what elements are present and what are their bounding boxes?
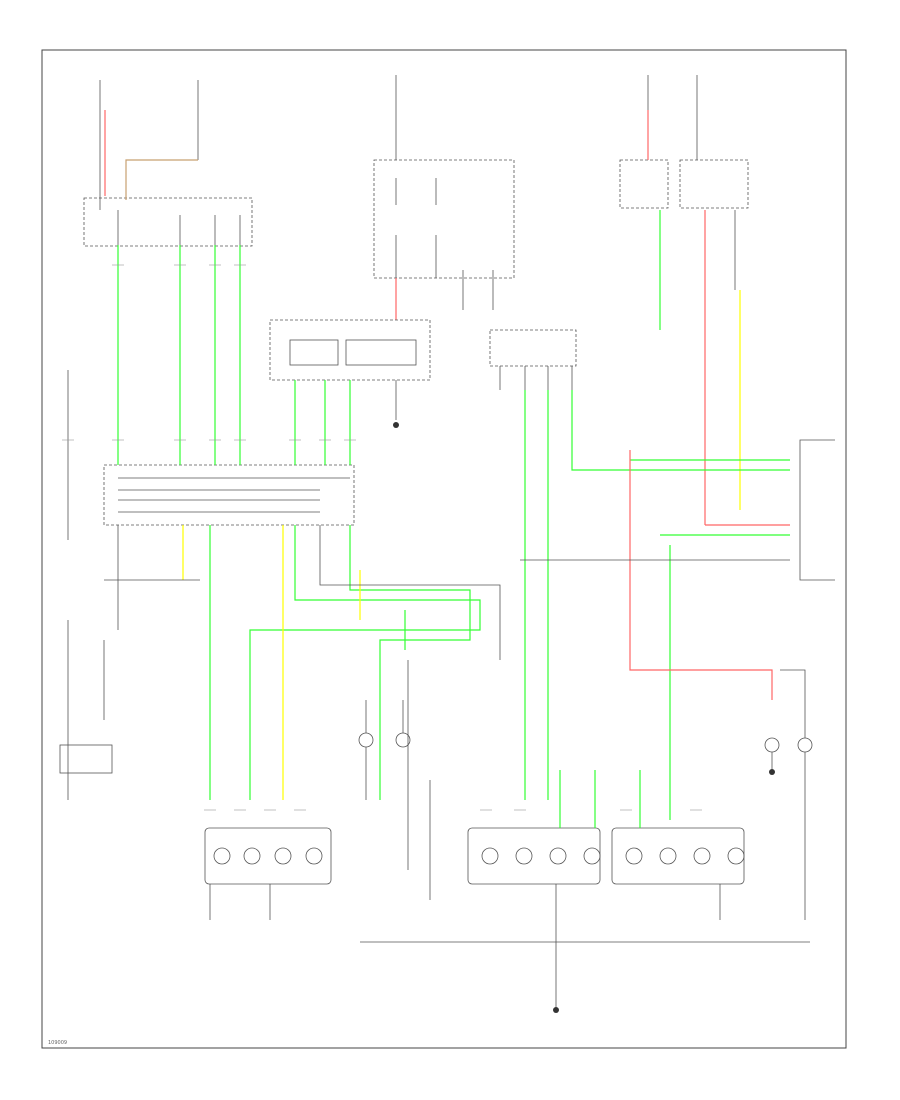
rear-combination-lamp-left xyxy=(204,827,332,920)
junction-connector-left xyxy=(67,370,355,540)
wires-green-lamp xyxy=(559,770,641,828)
wires-red-lower xyxy=(629,450,790,700)
license-lamps xyxy=(358,700,411,800)
diagram-code: 109009 xyxy=(48,1040,68,1046)
wires-gray xyxy=(319,525,806,900)
wires-yellow xyxy=(182,525,361,800)
rear-combination-lamp-right xyxy=(360,827,810,1010)
diagram-frame xyxy=(41,49,847,1049)
relay-block-top-center xyxy=(373,75,515,310)
wires-green-right xyxy=(209,390,790,820)
label-marks xyxy=(62,264,702,811)
multiplex-module-right xyxy=(799,439,835,581)
dimmer-switch-left xyxy=(59,525,200,800)
wires-green-left xyxy=(117,245,351,465)
wire-orange-top-left xyxy=(125,159,198,200)
ground-point-bottom xyxy=(393,422,775,1013)
switch-block-top-left xyxy=(83,80,253,247)
relay-block-top-right xyxy=(619,75,749,290)
junction-connector-right xyxy=(489,329,577,390)
side-marker-right xyxy=(764,700,813,920)
